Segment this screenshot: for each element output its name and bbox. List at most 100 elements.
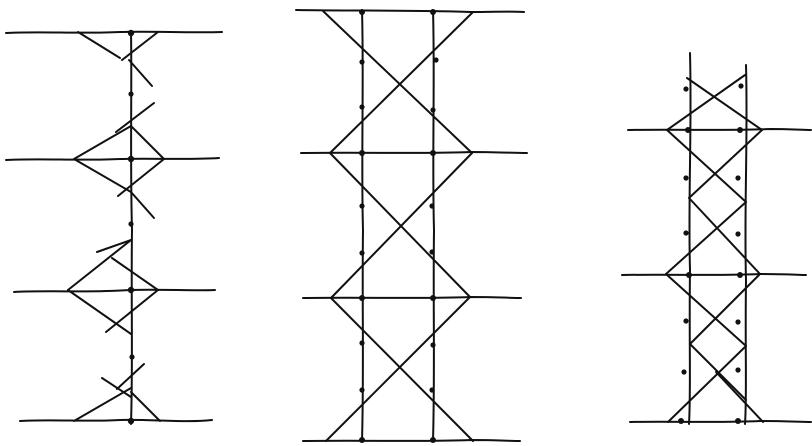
diagonal-stroke	[128, 59, 153, 87]
joint-dot	[359, 9, 365, 15]
diagonal-stroke	[116, 363, 145, 390]
diagonal-brace	[666, 129, 747, 203]
joint-dot	[429, 249, 435, 255]
joint-dot	[359, 150, 365, 156]
joint-dot	[430, 437, 436, 443]
joint-dot	[429, 203, 435, 209]
joint-dot	[430, 342, 436, 348]
diagonal-stroke	[111, 257, 159, 291]
joint-dot	[735, 418, 741, 424]
diagonal-brace	[325, 296, 471, 442]
diagonal-stroke	[101, 377, 132, 398]
diagonal-stroke	[73, 387, 132, 422]
panel-middle	[295, 9, 528, 443]
diagonal-stroke	[130, 125, 165, 160]
horizontal-line-top	[295, 9, 525, 13]
diagonal-brace	[688, 197, 761, 275]
diagonal-brace	[330, 297, 474, 442]
diagonal-brace	[330, 152, 473, 299]
vertical-line-right	[432, 9, 435, 442]
diagonal-brace	[689, 273, 761, 345]
joint-dot	[127, 417, 135, 425]
panel-right	[621, 52, 812, 425]
joint-dot	[430, 107, 436, 113]
joint-dot	[359, 340, 365, 346]
joint-dot	[683, 318, 689, 324]
vertical-line-left	[688, 52, 692, 425]
joint-dot	[127, 29, 135, 37]
joint-dot	[683, 230, 689, 236]
joint-dot	[128, 91, 134, 97]
diagonal-brace	[688, 129, 763, 199]
diagonal-stroke	[130, 191, 155, 219]
diagonal-brace	[665, 201, 747, 275]
joint-dot	[359, 203, 365, 209]
diagonal-brace	[686, 77, 763, 131]
diagonal-stroke	[115, 102, 155, 133]
diagonal-brace	[322, 10, 473, 154]
joint-dot	[127, 286, 135, 294]
joint-dot	[127, 155, 135, 163]
diagonal-stroke	[67, 289, 132, 335]
diagonal-stroke	[96, 239, 132, 253]
horizontal-line-bottom	[629, 420, 812, 423]
panel-left	[5, 29, 223, 425]
joint-dots	[678, 83, 744, 424]
horizontal-line-top	[5, 30, 223, 34]
joint-dot	[737, 127, 743, 133]
diagonal-stroke	[77, 31, 121, 59]
joint-dots	[359, 9, 439, 443]
diagonal-brace	[329, 11, 474, 154]
joint-dots	[127, 29, 135, 425]
joint-dot	[685, 127, 691, 133]
diagonal-brace	[329, 152, 471, 298]
vertical-line-left	[361, 9, 364, 442]
horizontal-line-upper-middle	[5, 157, 220, 161]
horizontal-line-bottom	[19, 418, 213, 423]
diagonal-stroke	[121, 31, 159, 61]
joint-dot	[686, 272, 692, 278]
joint-dot	[359, 387, 365, 393]
joint-dot	[433, 57, 439, 63]
joint-dot	[735, 175, 741, 181]
horizontal-line-middle	[621, 273, 807, 276]
joint-dot	[430, 295, 436, 301]
joint-dot	[359, 437, 365, 443]
joint-dot	[359, 104, 365, 110]
diagonal-stroke	[117, 158, 165, 197]
joint-dot	[738, 83, 744, 89]
diagonal-brace	[715, 371, 764, 423]
joint-dot	[430, 150, 436, 156]
joint-dot	[359, 295, 365, 301]
joint-dot	[735, 367, 741, 373]
diagonal-stroke	[105, 289, 159, 333]
joint-dot	[737, 272, 743, 278]
horizontal-line-bottom	[302, 439, 521, 442]
diagonal-brace	[667, 345, 747, 423]
joint-dot	[735, 231, 741, 237]
joint-dot	[359, 250, 365, 256]
joint-dot	[359, 59, 365, 65]
vertical-line-right	[744, 64, 748, 425]
joint-dot	[683, 86, 689, 92]
joint-dot	[128, 221, 134, 227]
joint-dot	[429, 387, 435, 393]
horizontal-line-top	[627, 128, 812, 131]
diagonal-stroke	[130, 391, 161, 422]
horizontal-line-lower-middle	[302, 296, 522, 299]
joint-dot	[735, 319, 741, 325]
diagonal-brace	[666, 74, 746, 131]
vertical-line	[130, 31, 133, 425]
joint-dot	[683, 175, 689, 181]
joint-dot	[430, 9, 436, 15]
diagonal-stroke	[73, 158, 132, 193]
joint-dot	[681, 369, 687, 375]
diagonal-brace	[665, 273, 747, 347]
diagonal-stroke	[73, 125, 132, 160]
joint-dot	[678, 418, 684, 424]
horizontal-line-lower-middle	[13, 288, 216, 293]
diagonal-stroke	[67, 239, 132, 291]
joint-dot	[129, 354, 135, 360]
